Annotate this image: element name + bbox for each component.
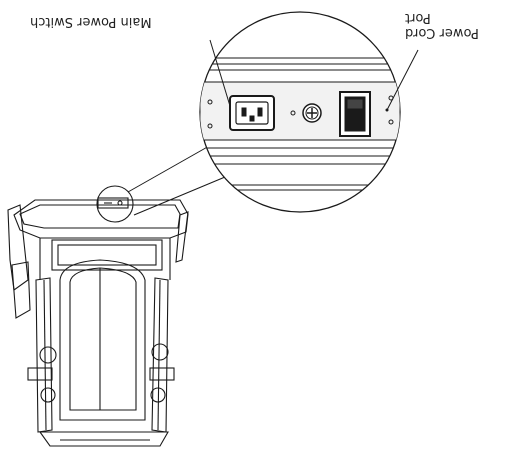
main-power-switch-label: Main Power Switch (30, 14, 152, 29)
power-cord-port-label: Power Cord Port (405, 10, 479, 40)
screw-icon (207, 99, 213, 105)
screw-icon (207, 123, 213, 129)
power-inlet-icon (229, 95, 275, 131)
magnified-detail (199, 11, 401, 213)
machine-outline (7, 185, 189, 447)
callout-lines (209, 39, 419, 111)
screw-icon (388, 119, 394, 125)
circuit-breaker-icon (302, 103, 322, 123)
rocker-switch-icon (339, 91, 371, 137)
